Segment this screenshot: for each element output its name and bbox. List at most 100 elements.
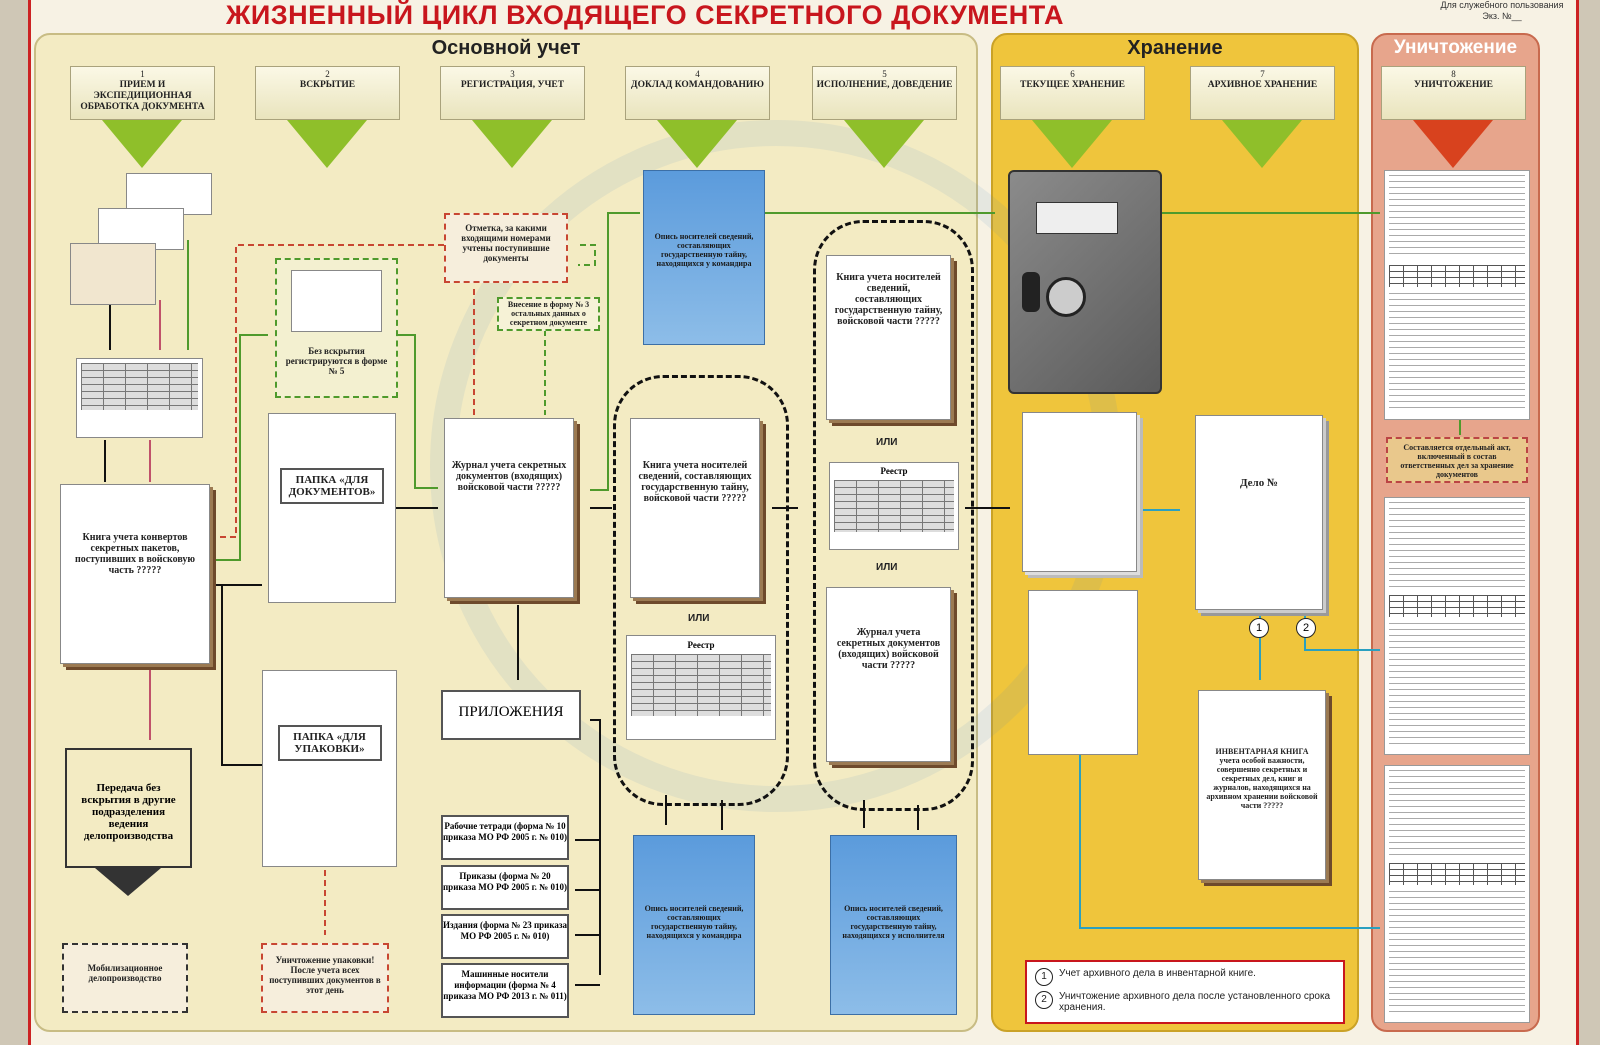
step-arrow-icon xyxy=(1413,120,1493,168)
connector xyxy=(590,212,640,491)
dashed-connector xyxy=(578,244,596,266)
doc-title: Опись носителей сведений, составляющих г… xyxy=(842,904,945,940)
document-stack xyxy=(1022,412,1137,572)
inventory-commander: Опись носителей сведений, составляющих г… xyxy=(633,835,755,1015)
appendix-item: Рабочие тетради (форма № 10 приказа МО Р… xyxy=(441,815,569,860)
step-number: 4 xyxy=(695,69,700,79)
doc-title: Дело № xyxy=(1239,477,1279,489)
step-label: ИСПОЛНЕНИЕ, ДОВЕДЕНИЕ xyxy=(816,80,953,90)
box-text: Мобилизационное делопроизводство xyxy=(87,963,163,983)
legend-item: 2 Уничтожение архивного дела после устан… xyxy=(1035,991,1335,1013)
step-arrow-icon xyxy=(657,120,737,168)
step-arrow-icon xyxy=(1222,120,1302,168)
step-number: 6 xyxy=(1070,69,1075,79)
doc-title: Реестр xyxy=(880,466,908,476)
box-text: Составляется отдельный акт, включенный в… xyxy=(1400,443,1514,479)
step-marker-2: 2 xyxy=(1296,618,1316,638)
item-text: Рабочие тетради (форма № 10 приказа МО Р… xyxy=(443,821,567,842)
zone-title-storage: Хранение xyxy=(1127,37,1223,59)
step-label: ВСКРЫТИЕ xyxy=(299,80,356,90)
item-text: Машинные носители информации (форма № 4 … xyxy=(443,969,567,1001)
doc-title: Книга учета носителей сведений, составля… xyxy=(638,459,752,504)
doc-title: Книга учета конвертов секретных пакетов,… xyxy=(74,531,196,576)
connector xyxy=(210,334,268,561)
step-number: 2 xyxy=(325,69,330,79)
doc-title: Опись носителей сведений, составляющих г… xyxy=(644,904,744,940)
folder-packing: ПАПКА «ДЛЯ УПАКОВКИ» xyxy=(262,670,397,867)
appendix-item: Приказы (форма № 20 приказа МО РФ 2005 г… xyxy=(441,865,569,910)
classification-line: Для служебного пользования xyxy=(1440,0,1564,10)
or-label: ИЛИ xyxy=(876,562,898,573)
connector xyxy=(395,334,438,489)
step-arrow-icon xyxy=(1032,120,1112,168)
step-label: РЕГИСТРАЦИЯ, УЧЕТ xyxy=(460,80,565,90)
legend: 1 Учет архивного дела в инвентарной книг… xyxy=(1025,960,1345,1024)
legend-text: Учет архивного дела в инвентарной книге. xyxy=(1059,968,1256,979)
appendix-item: Машинные носители информации (форма № 4 … xyxy=(441,963,569,1018)
destruction-act-3 xyxy=(1384,765,1530,1023)
register-5: Реестр xyxy=(829,462,959,550)
oval-group-4 xyxy=(613,375,789,806)
dashed-connector xyxy=(220,244,444,538)
step-number: 8 xyxy=(1451,69,1456,79)
step-label: ПРИЕМ И ЭКСПЕДИЦИОННАЯ ОБРАБОТКА ДОКУМЕН… xyxy=(80,80,205,112)
safe-dial-icon xyxy=(1046,277,1086,317)
envelope-icon xyxy=(70,243,156,305)
folder-label: ПАПКА «ДЛЯ УПАКОВКИ» xyxy=(277,725,382,761)
box-text: Уничтожение упаковки! После учета всех п… xyxy=(269,955,381,995)
folder-label: ПАПКА «ДЛЯ ДОКУМЕНТОВ» xyxy=(280,468,384,504)
book-envelope-log: Книга учета конвертов секретных пакетов,… xyxy=(60,484,210,664)
journal-incoming: Журнал учета секретных документов (входя… xyxy=(444,418,574,598)
mob-box: Мобилизационное делопроизводство xyxy=(62,943,188,1013)
legend-item: 1 Учет архивного дела в инвентарной книг… xyxy=(1035,968,1335,986)
box-text: ПРИЛОЖЕНИЯ xyxy=(458,704,564,720)
connector xyxy=(590,719,601,975)
step-arrow-icon xyxy=(472,120,552,168)
register-4: Реестр xyxy=(626,635,776,740)
step-number: 5 xyxy=(882,69,887,79)
act-note: Составляется отдельный акт, включенный в… xyxy=(1386,437,1528,483)
item-text: Издания (форма № 23 приказа МО РФ 2005 г… xyxy=(443,920,567,941)
form3-note: Внесение в форму № 3 остальных данных о … xyxy=(497,297,600,331)
step-label: ДОКЛАД КОМАНДОВАНИЮ xyxy=(631,80,764,90)
box-text: Без вскрытия регистрируются в форме № 5 xyxy=(285,346,388,376)
zone-title-main: Основной учет xyxy=(431,37,581,59)
or-label: ИЛИ xyxy=(876,437,898,448)
connector xyxy=(575,839,600,986)
doc-title: Журнал учета секретных документов (входя… xyxy=(836,627,941,672)
safe-icon xyxy=(1008,170,1162,394)
transfer-box: Передача без вскрытия в другие подраздел… xyxy=(65,748,192,868)
classification-mark: Для служебного пользования Экз. №__ xyxy=(1422,0,1582,22)
item-text: Приказы (форма № 20 приказа МО РФ 2005 г… xyxy=(443,871,567,892)
folder-documents: ПАПКА «ДЛЯ ДОКУМЕНТОВ» xyxy=(268,413,396,603)
destruction-act-1 xyxy=(1384,170,1530,420)
doc-title: ИНВЕНТАРНАЯ КНИГА учета особой важности,… xyxy=(1206,747,1318,810)
inventory-book: ИНВЕНТАРНАЯ КНИГА учета особой важности,… xyxy=(1198,690,1326,880)
step-arrow-icon xyxy=(102,120,182,168)
or-label: ИЛИ xyxy=(688,613,710,624)
oval-group-5 xyxy=(813,220,974,811)
official-document xyxy=(1028,590,1138,755)
doc-title: Журнал учета секретных документов (входя… xyxy=(451,459,567,493)
step-label: АРХИВНОЕ ХРАНЕНИЕ xyxy=(1207,80,1318,90)
copy-number-line: Экз. №__ xyxy=(1482,11,1522,21)
step-arrow-icon xyxy=(287,120,367,168)
box-text: Отметка, за какими входящими номерами уч… xyxy=(461,223,551,263)
appendix-item: Издания (форма № 23 приказа МО РФ 2005 г… xyxy=(441,914,569,959)
connector xyxy=(1304,615,1380,651)
zone-title-destruction: Уничтожение xyxy=(1393,37,1518,58)
step-marker-1: 1 xyxy=(1249,618,1269,638)
legend-text: Уничтожение архивного дела после установ… xyxy=(1059,991,1331,1013)
archive-case: Дело № xyxy=(1195,415,1323,610)
book-gov-secret: Книга учета носителей сведений, составля… xyxy=(630,418,760,598)
legend-marker: 2 xyxy=(1035,991,1053,1009)
safe-label xyxy=(1036,202,1118,234)
destruction-act-2 xyxy=(1384,497,1530,755)
step-arrow-icon xyxy=(844,120,924,168)
